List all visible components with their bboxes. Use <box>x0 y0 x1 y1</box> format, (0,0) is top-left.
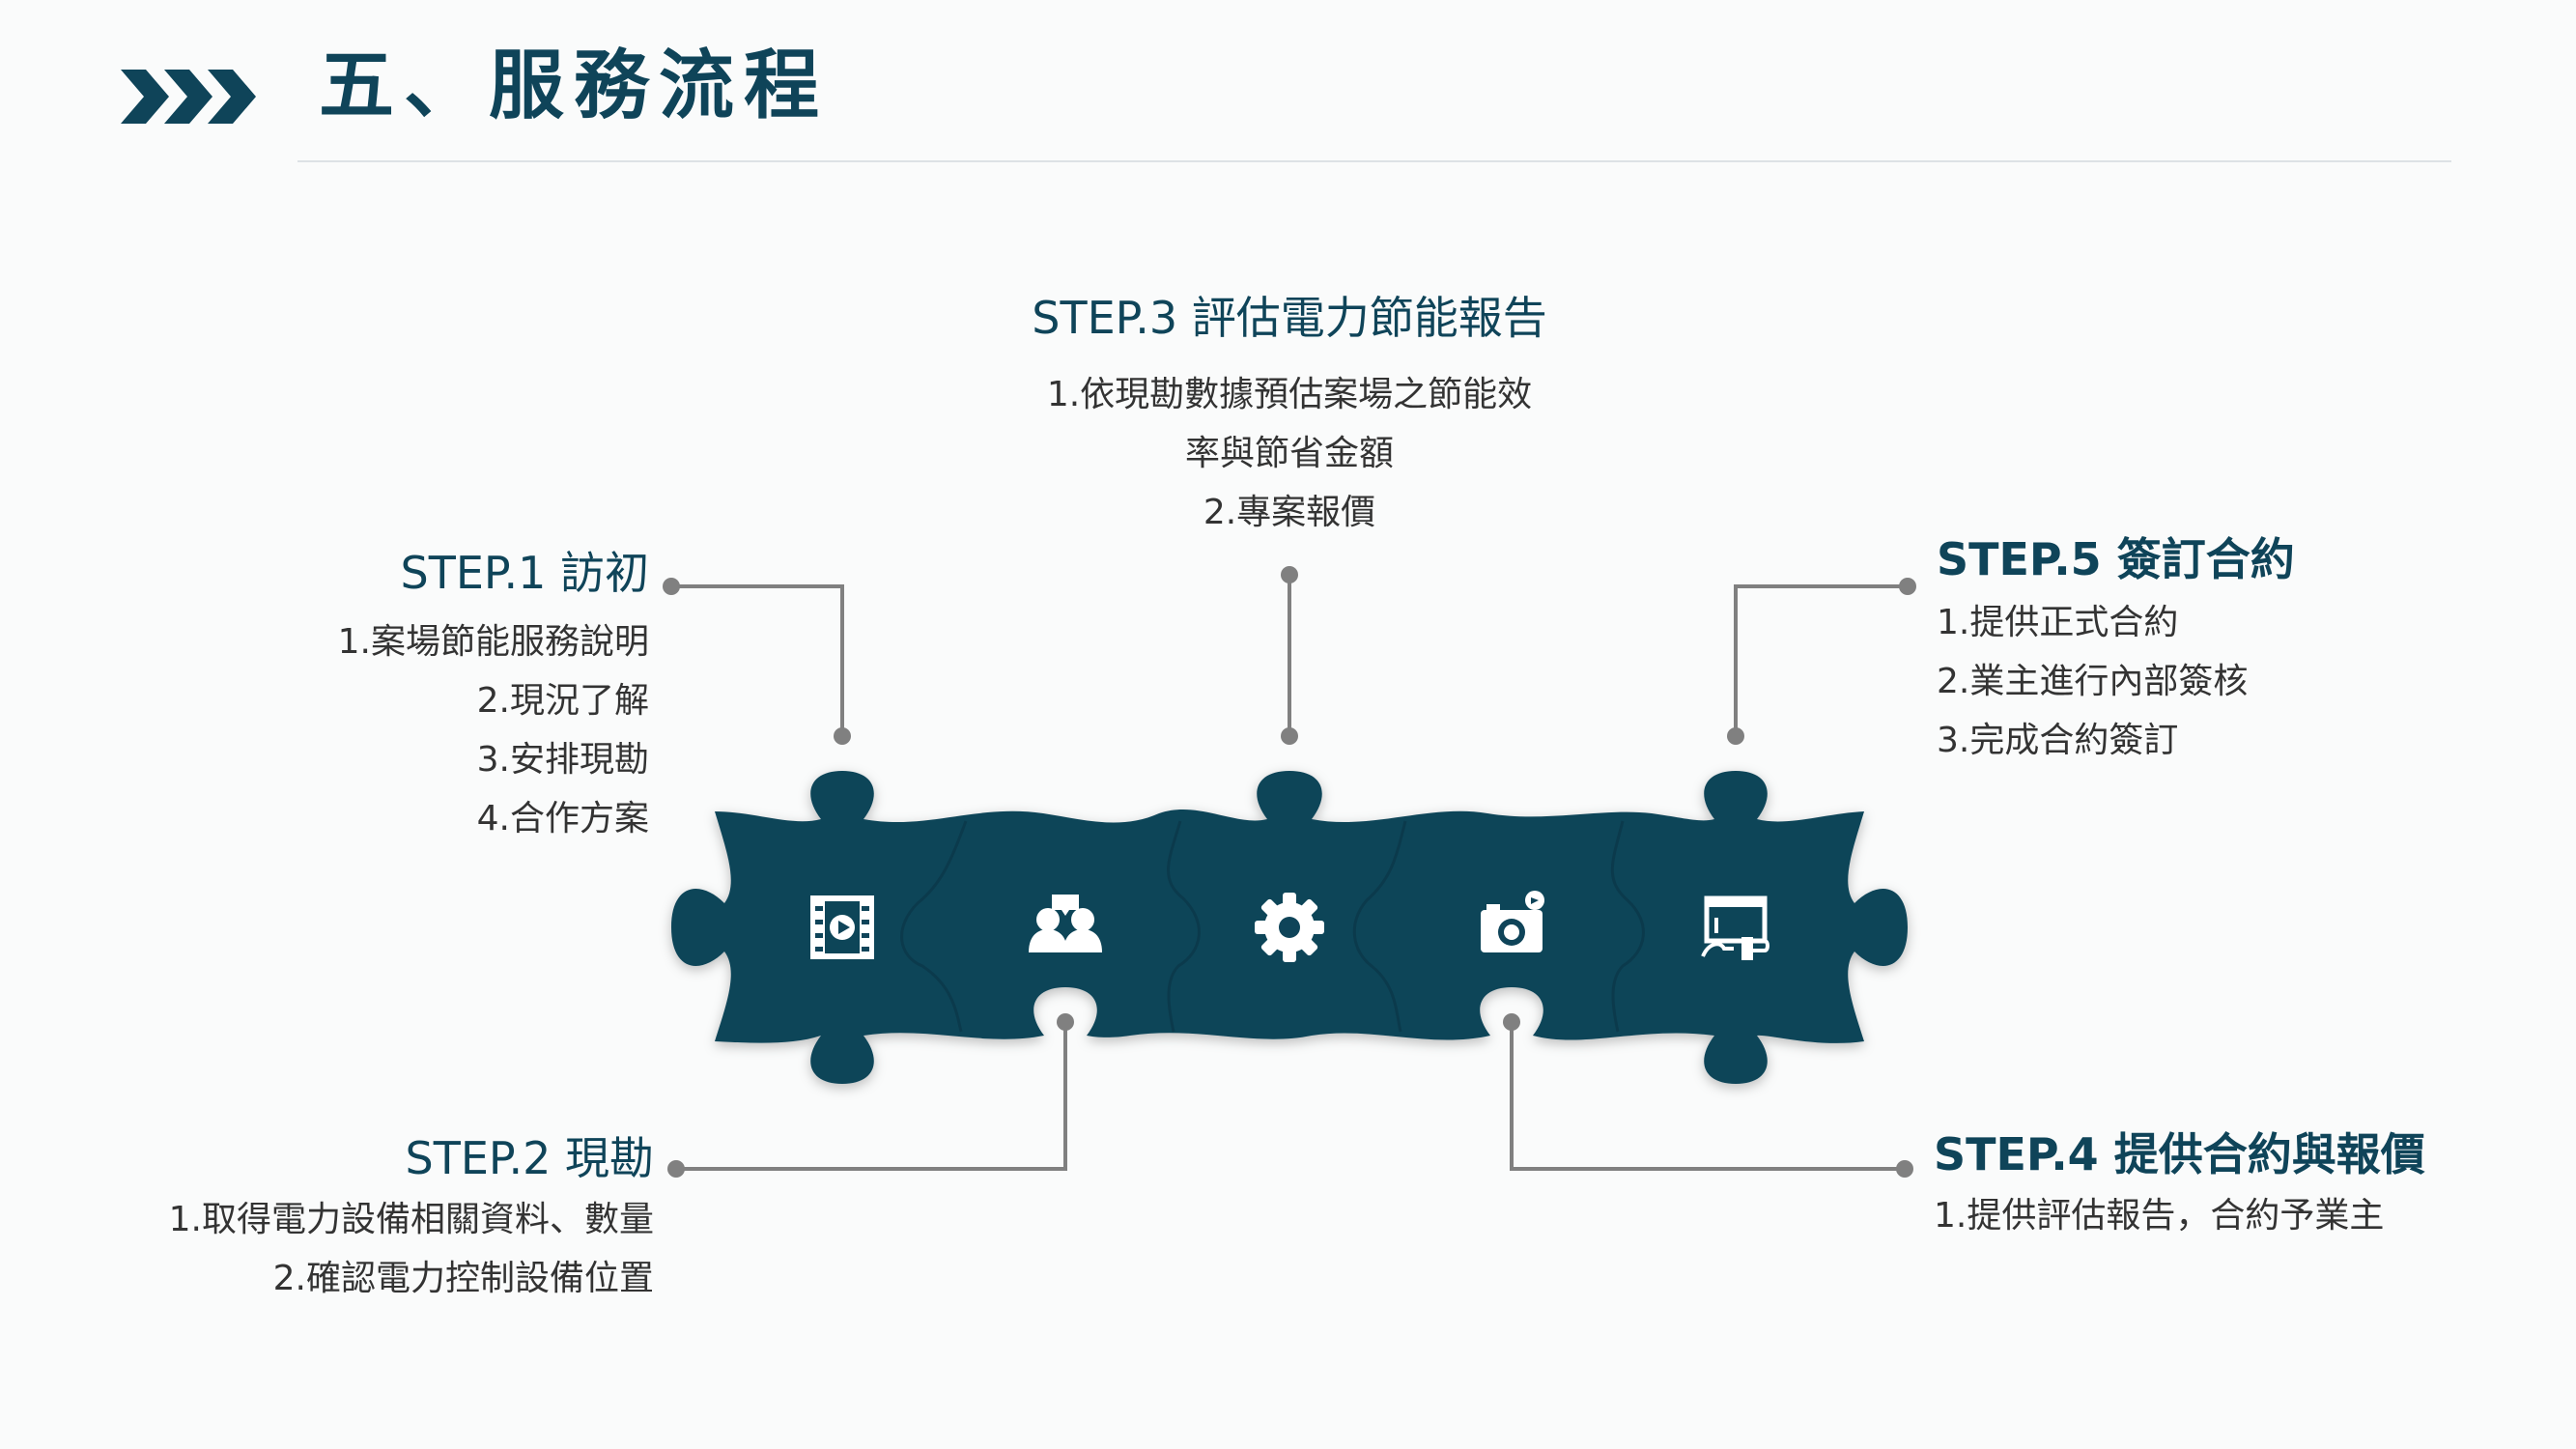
step-item: 1.案場節能服務說明 <box>337 622 649 662</box>
connector-dot <box>1503 1013 1520 1031</box>
page-title: 五、服務流程 <box>319 43 830 129</box>
contract-sign-icon <box>1701 895 1769 960</box>
step-item: 2.確認電力控制設備位置 <box>272 1259 654 1298</box>
connector-dot <box>1281 566 1298 583</box>
step-items: 1.案場節能服務說明 2.現況了解 3.安排現勘 4.合作方案 <box>338 612 649 848</box>
step-4: STEP.4 提供合約與報價 1.提供評估報告，合約予業主 <box>1934 1132 2425 1245</box>
film-play-icon <box>810 895 874 959</box>
step-item: 3.安排現勘 <box>476 740 649 780</box>
step-items: 1.提供評估報告，合約予業主 <box>1934 1186 2425 1245</box>
step-item: 4.合作方案 <box>476 799 649 838</box>
step-title: STEP.5 簽訂合約 <box>1937 533 2295 585</box>
step-item: 率與節省金額 <box>1184 434 1394 473</box>
connector-dot <box>1896 1160 1913 1178</box>
step-item: 1.取得電力設備相關資料、數量 <box>168 1200 654 1239</box>
step-item: 1.提供評估報告，合約予業主 <box>1934 1196 2385 1236</box>
meeting-people-icon <box>1029 895 1102 952</box>
connector-dot <box>834 727 851 745</box>
step-title: STEP.4 提供合約與報價 <box>1934 1128 2425 1180</box>
step-title: STEP.3 評估電力節能報告 <box>1032 292 1547 344</box>
connector-dots <box>663 566 1916 1178</box>
camera-icon <box>1481 891 1544 952</box>
connector-dot <box>1281 727 1298 745</box>
connector-step2 <box>676 1022 1067 1171</box>
step-item: 3.完成合約簽訂 <box>1937 721 2179 760</box>
title-divider <box>297 160 2451 162</box>
step-title: STEP.2 現勘 <box>405 1132 654 1184</box>
connector-step5 <box>1734 584 1908 736</box>
connector-step1 <box>671 584 844 736</box>
step-item: 2.業主進行內部簽核 <box>1937 662 2249 701</box>
gear-icon <box>1255 893 1324 962</box>
connector-dot <box>1727 727 1744 745</box>
step-item: 1.提供正式合約 <box>1937 603 2179 642</box>
step-1: STEP.1 訪初 1.案場節能服務說明 2.現況了解 3.安排現勘 4.合作方… <box>338 551 649 848</box>
triple-chevron-icon <box>121 70 256 124</box>
step-items: 1.提供正式合約 2.業主進行內部簽核 3.完成合約簽訂 <box>1937 593 2295 770</box>
connector-dot <box>1057 1013 1074 1031</box>
connector-dot <box>1899 578 1916 595</box>
connector-dot <box>667 1160 685 1178</box>
step-2: STEP.2 現勘 1.取得電力設備相關資料、數量 2.確認電力控制設備位置 <box>169 1136 654 1308</box>
step-item: 1.依現勘數據預估案場之節能效 <box>1046 375 1533 414</box>
connector-step4 <box>1510 1022 1905 1171</box>
puzzle-seams <box>900 820 1645 1033</box>
step-5: STEP.5 簽訂合約 1.提供正式合約 2.業主進行內部簽核 3.完成合約簽訂 <box>1937 537 2295 770</box>
step-item: 2.專案報價 <box>1203 493 1376 532</box>
header: 五、服務流程 <box>0 0 2576 174</box>
connector-dot <box>663 578 680 595</box>
connectors <box>671 575 1908 1171</box>
step-3: STEP.3 評估電力節能報告 1.依現勘數據預估案場之節能效 率與節省金額 2… <box>884 296 1695 542</box>
step-item: 2.現況了解 <box>476 681 649 721</box>
step-items: 1.取得電力設備相關資料、數量 2.確認電力控制設備位置 <box>169 1190 654 1308</box>
step-title: STEP.1 訪初 <box>400 547 649 599</box>
step-items: 1.依現勘數據預估案場之節能效 率與節省金額 2.專案報價 <box>884 365 1695 542</box>
